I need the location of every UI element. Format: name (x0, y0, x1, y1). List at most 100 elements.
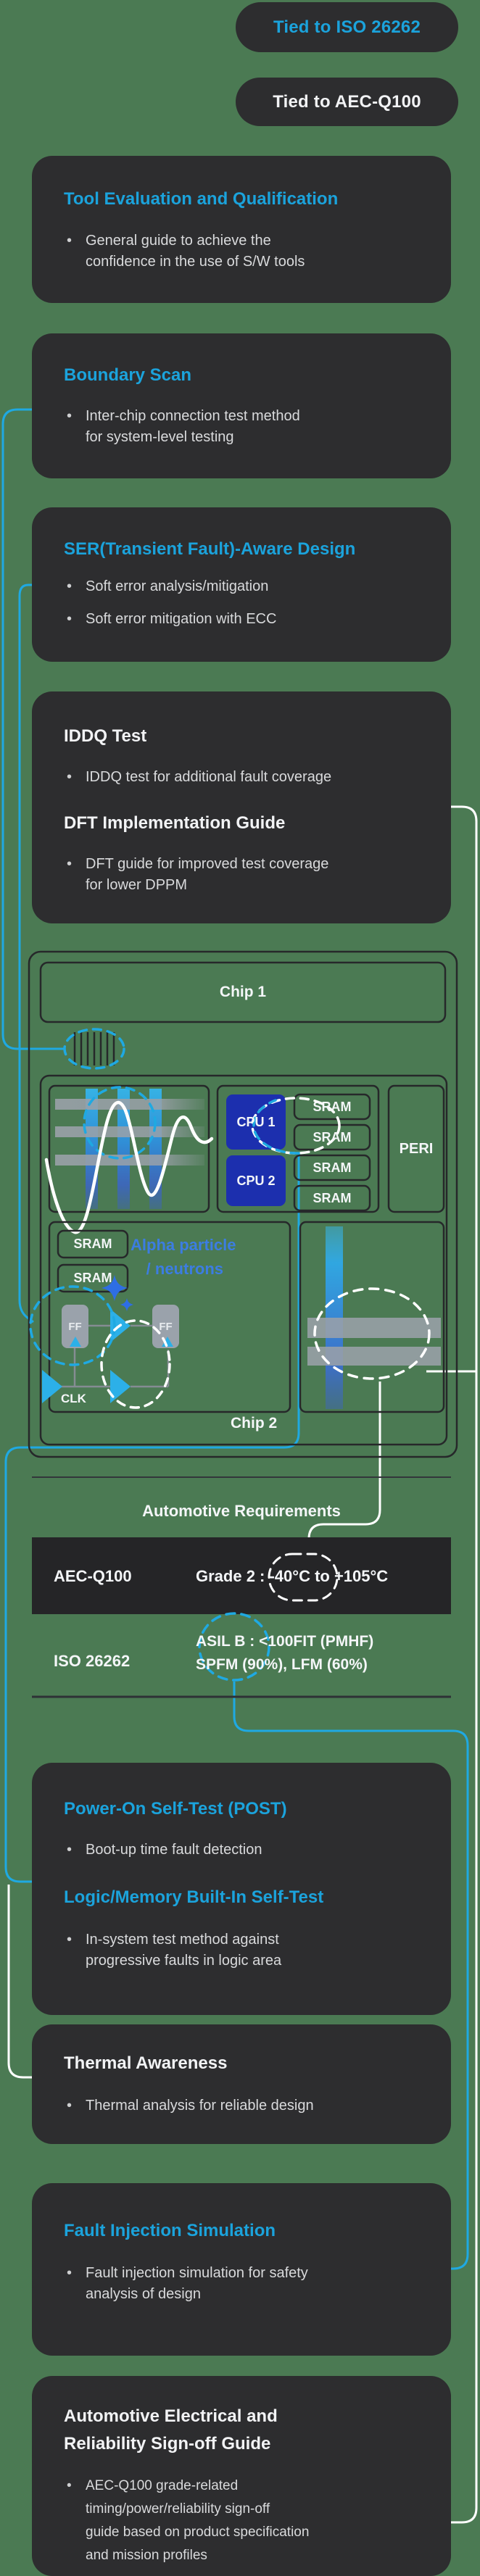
table-row2-label: ISO 26262 (54, 1652, 131, 1670)
card-thermal: Thermal Awareness •Thermal analysis for … (32, 2024, 451, 2144)
card-fault-injection: Fault Injection Simulation •Fault inject… (32, 2183, 451, 2356)
bullet-item: •IDDQ test for additional fault coverage (67, 767, 331, 788)
table-row2-value-line1: ASIL B : <100FIT (PMHF) (196, 1633, 374, 1650)
cpu-sram-dashed-ellipse (251, 1097, 341, 1155)
connector-to-thermal (7, 1885, 32, 2079)
cpu2-box (226, 1155, 286, 1206)
sram-label: SRAM (313, 1190, 352, 1205)
bullet-item: •Inter-chip connection test method for s… (67, 406, 300, 448)
ff1-clock-pin (70, 1337, 81, 1347)
ff2-box (152, 1305, 179, 1348)
connector-boundary-to-interchip (1, 408, 65, 1050)
routing-dashed-ellipse (313, 1287, 431, 1380)
pill-tied-iso: Tied to ISO 26262 (236, 2, 458, 52)
connector-ser-to-ff-circle (18, 583, 34, 1324)
card-signoff-heading-line2: Reliability Sign-off Guide (64, 2434, 271, 2454)
card-iddq-dft: IDDQ Test •IDDQ test for additional faul… (32, 691, 451, 923)
bullet-dot: • (67, 2265, 73, 2281)
cpu1-label: CPU 1 (236, 1114, 276, 1129)
chip2-label: Chip 2 (231, 1415, 278, 1432)
connector-cpu-ellipse-to-post (4, 1154, 300, 1883)
interconnect-block (44, 1084, 214, 1234)
alpha-particle-label: Alpha particle (131, 1236, 236, 1254)
sparkle-small (120, 1298, 133, 1311)
table-title: Automotive Requirements (142, 1502, 341, 1520)
peri-box (387, 1084, 445, 1213)
sram-label: SRAM (73, 1271, 112, 1285)
card-post-bist: Power-On Self-Test (POST) •Boot-up time … (32, 1763, 451, 2015)
noise-waveform (44, 1100, 214, 1234)
chip1-label: Chip 1 (219, 984, 267, 1000)
package-outline (28, 950, 458, 1458)
bullet-dot: • (67, 611, 73, 627)
sram-label: SRAM (313, 1129, 352, 1144)
sram-label: SRAM (313, 1160, 352, 1175)
cpu-sram-dashed-arc-cyan (252, 1099, 300, 1155)
connector-iddq-to-signoff (451, 805, 478, 2524)
card-post-heading: Power-On Self-Test (POST) (64, 1799, 287, 1819)
bullet-dot: • (67, 1932, 73, 1948)
connector-ellipse-to-table (307, 1382, 381, 1556)
table-band (32, 1537, 451, 1614)
table-row1-label: AEC-Q100 (54, 1567, 132, 1585)
card-fault-heading: Fault Injection Simulation (64, 2221, 276, 2240)
card-bist-heading: Logic/Memory Built-In Self-Test (64, 1887, 324, 1907)
grade-dashed-stadium (268, 1553, 339, 1602)
sram-label: SRAM (73, 1237, 112, 1251)
ff1-label: FF (68, 1320, 82, 1333)
card-signoff-guide: Automotive Electrical and Reliability Si… (32, 2376, 451, 2576)
logic-block (29, 1221, 291, 1413)
bullet-dot: • (67, 2098, 73, 2114)
cpu-sram-block (216, 1084, 380, 1213)
card-thermal-heading: Thermal Awareness (64, 2053, 228, 2073)
bullet-dot: • (67, 578, 73, 594)
card-ser-heading: SER(Transient Fault)-Aware Design (64, 539, 356, 559)
asil-dashed-circle (198, 1612, 270, 1682)
interchip-connector (63, 1028, 125, 1070)
sram-label: SRAM (313, 1099, 352, 1114)
routing-block (299, 1221, 445, 1413)
table-row1-value: Grade 2 : -40°C to +105°C (196, 1567, 389, 1585)
bullet-item: •Fault injection simulation for safety a… (67, 2263, 308, 2305)
bullet-item: •Thermal analysis for reliable design (67, 2095, 314, 2116)
bullet-dot: • (67, 856, 73, 872)
ff1-box (62, 1305, 88, 1348)
bullet-dot: • (67, 1842, 73, 1858)
pill-tied-aec: Tied to AEC-Q100 (236, 78, 458, 126)
interchip-dashed-ellipse (63, 1028, 125, 1070)
chip1-box (39, 961, 447, 1023)
card-boundary-scan: Boundary Scan •Inter-chip connection tes… (32, 333, 451, 478)
bullet-dot: • (67, 408, 73, 424)
card-boundary-heading: Boundary Scan (64, 365, 192, 385)
card-signoff-heading-line1: Automotive Electrical and (64, 2406, 278, 2426)
bullet-dot: • (67, 2478, 72, 2493)
ff2-label: FF (159, 1320, 173, 1333)
soft-error-dashed-circle (29, 1285, 116, 1366)
pill-tied-iso-label: Tied to ISO 26262 (273, 17, 421, 37)
buffer-3 (42, 1370, 62, 1403)
buffer-2 (110, 1370, 131, 1403)
pill-tied-aec-label: Tied to AEC-Q100 (273, 91, 421, 112)
bullet-item: •DFT guide for improved test coverage fo… (67, 854, 328, 896)
neutrons-label: / neutrons (146, 1260, 223, 1278)
card-ser-design: SER(Transient Fault)-Aware Design •Soft … (32, 507, 451, 662)
clock-path-dashed-circle (100, 1319, 171, 1409)
bullet-item: •Soft error analysis/mitigation (67, 576, 268, 597)
bullet-item: •Boot-up time fault detection (67, 1840, 262, 1861)
bullet-dot: • (67, 233, 73, 249)
connector-iso-to-fault (233, 1682, 469, 2270)
card-tool-heading: Tool Evaluation and Qualification (64, 189, 339, 209)
sparkle-big (102, 1275, 128, 1301)
clk-label: CLK (61, 1392, 86, 1405)
bullet-dot: • (67, 769, 73, 785)
chip2-box (39, 1074, 448, 1446)
card-iddq-heading: IDDQ Test (64, 726, 147, 746)
cpu1-box (226, 1094, 286, 1150)
card-tool-evaluation: Tool Evaluation and Qualification •Gener… (32, 156, 451, 303)
bullet-item: •Soft error mitigation with ECC (67, 609, 276, 630)
bullet-item: •General guide to achieve the confidence… (67, 230, 305, 273)
bullet-item: •AEC-Q100 grade-related timing/power/rel… (67, 2475, 309, 2567)
bullet-item: •In-system test method against progressi… (67, 1929, 281, 1972)
